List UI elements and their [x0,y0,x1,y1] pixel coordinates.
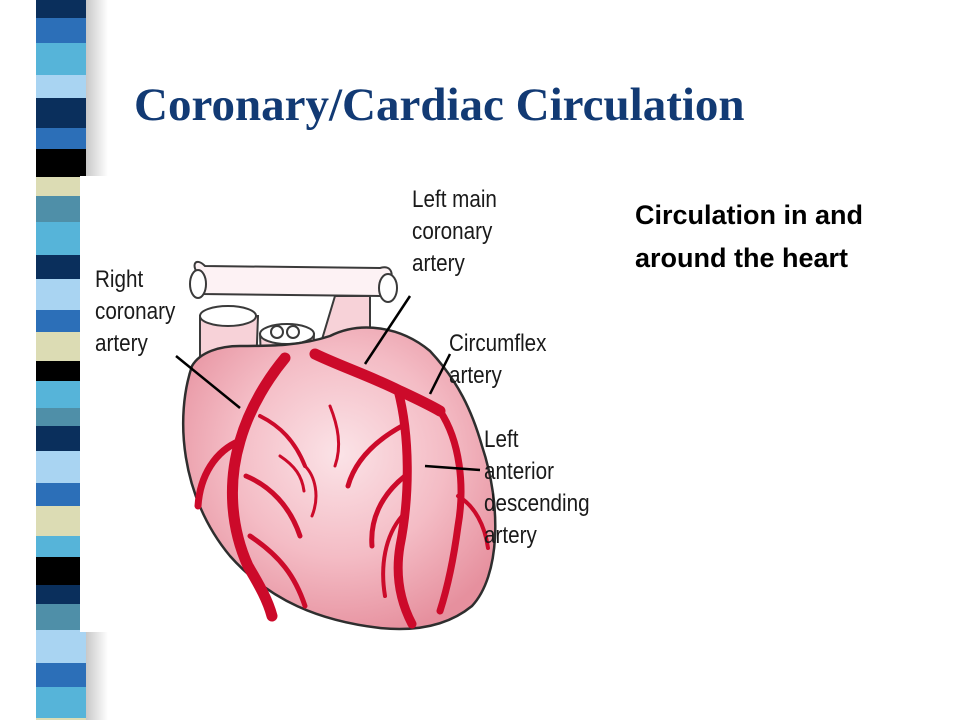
coronary-arteries [194,348,490,629]
stripe-segment [36,177,86,196]
label-circumflex-artery: Circumflex artery [449,328,546,392]
stripe-segment [36,630,86,663]
label-left-anterior-descending-artery: Left anterior descending artery [484,424,590,552]
stripe-segment [36,585,86,604]
stripe-segment [36,279,86,310]
stripe-segment [36,43,86,75]
heart-diagram: Left main coronary artery Right coronary… [80,176,600,632]
label-line: artery [484,522,537,549]
stripe-segment [36,483,86,506]
stripe-segment [36,536,86,557]
label-line: descending [484,490,590,517]
stripe-segment [36,222,86,255]
stripe-segment [36,451,86,483]
stripe-segment [36,557,86,585]
stripe-segment [36,75,86,98]
label-line: coronary [95,298,176,325]
stripe-segment [36,128,86,149]
stripe-segment [36,98,86,128]
label-line: artery [412,250,465,277]
stripe-segment [36,506,86,536]
stripe-segment [36,149,86,177]
stripe-segment [36,604,86,630]
stripe-segment [36,310,86,332]
label-line: Left [484,426,519,453]
stripe-segment [36,196,86,222]
caption-line: around the heart [635,243,849,273]
label-leader-lines [175,295,481,472]
label-line: anterior [484,458,554,485]
label-right-coronary-artery: Right coronary artery [95,264,175,360]
stripe-segment [36,381,86,408]
stripe-segment [36,663,86,687]
stripe-segment [36,408,86,426]
label-line: Left main [412,186,497,213]
label-line: coronary [412,218,493,245]
label-line: artery [449,362,502,389]
label-line: artery [95,330,148,357]
slide-title: Coronary/Cardiac Circulation [134,79,745,131]
label-line: Circumflex [449,330,547,357]
heart-illustration [175,260,497,631]
caption-line: Circulation in and [635,200,864,230]
stripe-segment [36,18,86,43]
stripe-segment [36,426,86,451]
label-line: Right [95,266,144,293]
stripe-segment [36,361,86,381]
stripe-segment [36,718,86,720]
stripe-segment [36,0,86,18]
label-left-main-coronary-artery: Left main coronary artery [412,184,497,280]
slide-caption: Circulation in and around the heart [635,194,955,280]
stripe-segment [36,255,86,279]
stripe-segment [36,332,86,361]
stripe-segment [36,687,86,718]
